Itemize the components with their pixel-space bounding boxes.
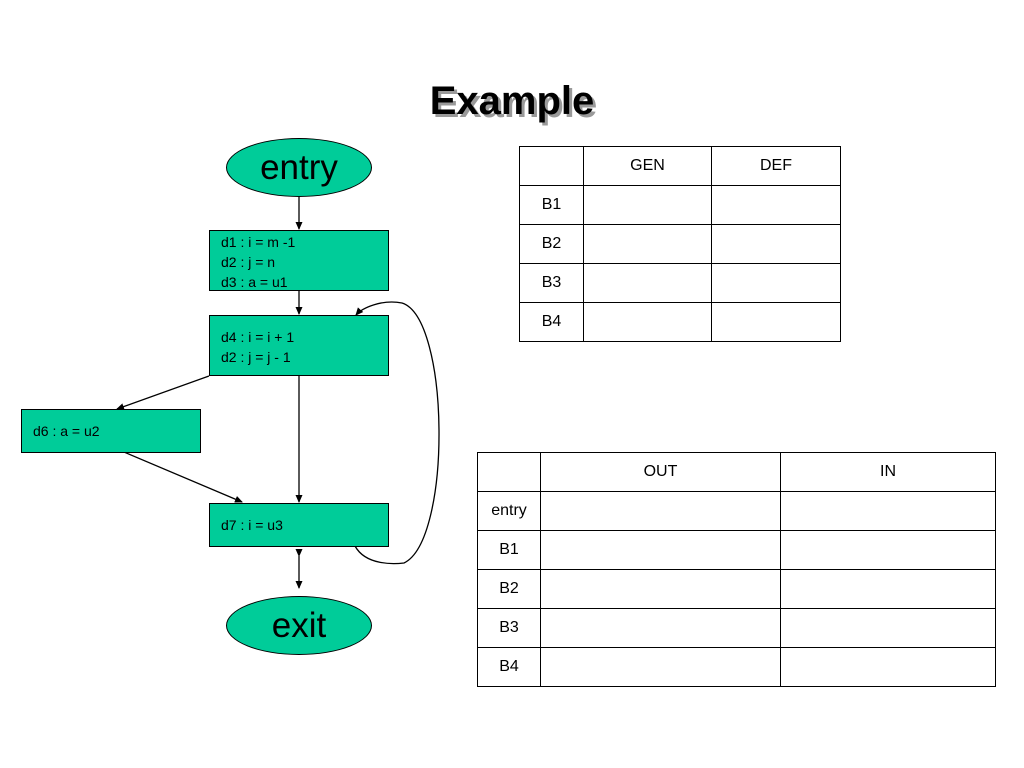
- edge-b2-b3: [116, 375, 210, 410]
- exit-label: exit: [271, 606, 327, 645]
- header-out: OUT: [540, 452, 781, 492]
- table-row: entry: [477, 491, 996, 531]
- header-def: DEF: [711, 146, 841, 186]
- out-cell: [540, 530, 781, 570]
- header-in: IN: [780, 452, 996, 492]
- gen-cell: [583, 224, 712, 264]
- in-cell: [780, 530, 996, 570]
- row-label: B1: [519, 185, 584, 225]
- in-cell: [780, 569, 996, 609]
- in-cell: [780, 491, 996, 531]
- b4-line-1: d7 : i = u3: [221, 517, 283, 533]
- slide-title: Example: [429, 79, 595, 123]
- in-cell: [780, 608, 996, 648]
- table-row: B1: [519, 185, 841, 225]
- table-row: B4: [477, 647, 996, 687]
- b1-line-3: d3 : a = u1: [221, 274, 288, 290]
- b2-line-1: d4 : i = i + 1: [221, 329, 295, 345]
- b3-line-1: d6 : a = u2: [33, 423, 100, 439]
- table-header-row: GEN DEF: [519, 146, 841, 186]
- row-label: B2: [477, 569, 541, 609]
- table-row: B3: [477, 608, 996, 648]
- row-label: B3: [519, 263, 584, 303]
- entry-label: entry: [260, 148, 338, 187]
- table-header-row: OUT IN: [477, 452, 996, 492]
- row-label: entry: [477, 491, 541, 531]
- row-label: B4: [477, 647, 541, 687]
- block-b3: d6 : a = u2: [21, 409, 201, 453]
- edge-b3-b4: [123, 451, 243, 503]
- out-cell: [540, 491, 781, 531]
- b1-line-2: d2 : j = n: [221, 254, 276, 270]
- def-cell: [711, 302, 841, 342]
- b2-line-2: d2 : j = j - 1: [221, 349, 291, 365]
- out-cell: [540, 569, 781, 609]
- header-gen: GEN: [583, 146, 712, 186]
- row-label: B2: [519, 224, 584, 264]
- table-row: B2: [519, 224, 841, 264]
- gen-def-table: GEN DEF B1 B2 B3 B4: [519, 146, 841, 342]
- edge-b4-b2-loop: [354, 301, 440, 565]
- header-corner: [477, 452, 541, 492]
- gen-cell: [583, 263, 712, 303]
- block-b4: d7 : i = u3: [209, 503, 389, 547]
- table-row: B1: [477, 530, 996, 570]
- out-in-table: OUT IN entry B1 B2 B3 B4: [477, 452, 996, 687]
- row-label: B4: [519, 302, 584, 342]
- gen-cell: [583, 302, 712, 342]
- block-b2: d4 : i = i + 1 d2 : j = j - 1: [209, 315, 389, 376]
- out-cell: [540, 608, 781, 648]
- header-corner: [519, 146, 584, 186]
- table-row: B3: [519, 263, 841, 303]
- in-cell: [780, 647, 996, 687]
- def-cell: [711, 224, 841, 264]
- block-b1: d1 : i = m -1 d2 : j = n d3 : a = u1: [209, 230, 389, 291]
- row-label: B1: [477, 530, 541, 570]
- table-row: B4: [519, 302, 841, 342]
- out-cell: [540, 647, 781, 687]
- row-label: B3: [477, 608, 541, 648]
- def-cell: [711, 263, 841, 303]
- exit-node: exit: [226, 596, 372, 655]
- entry-node: entry: [226, 138, 372, 197]
- def-cell: [711, 185, 841, 225]
- gen-cell: [583, 185, 712, 225]
- table-row: B2: [477, 569, 996, 609]
- b1-line-1: d1 : i = m -1: [221, 234, 296, 250]
